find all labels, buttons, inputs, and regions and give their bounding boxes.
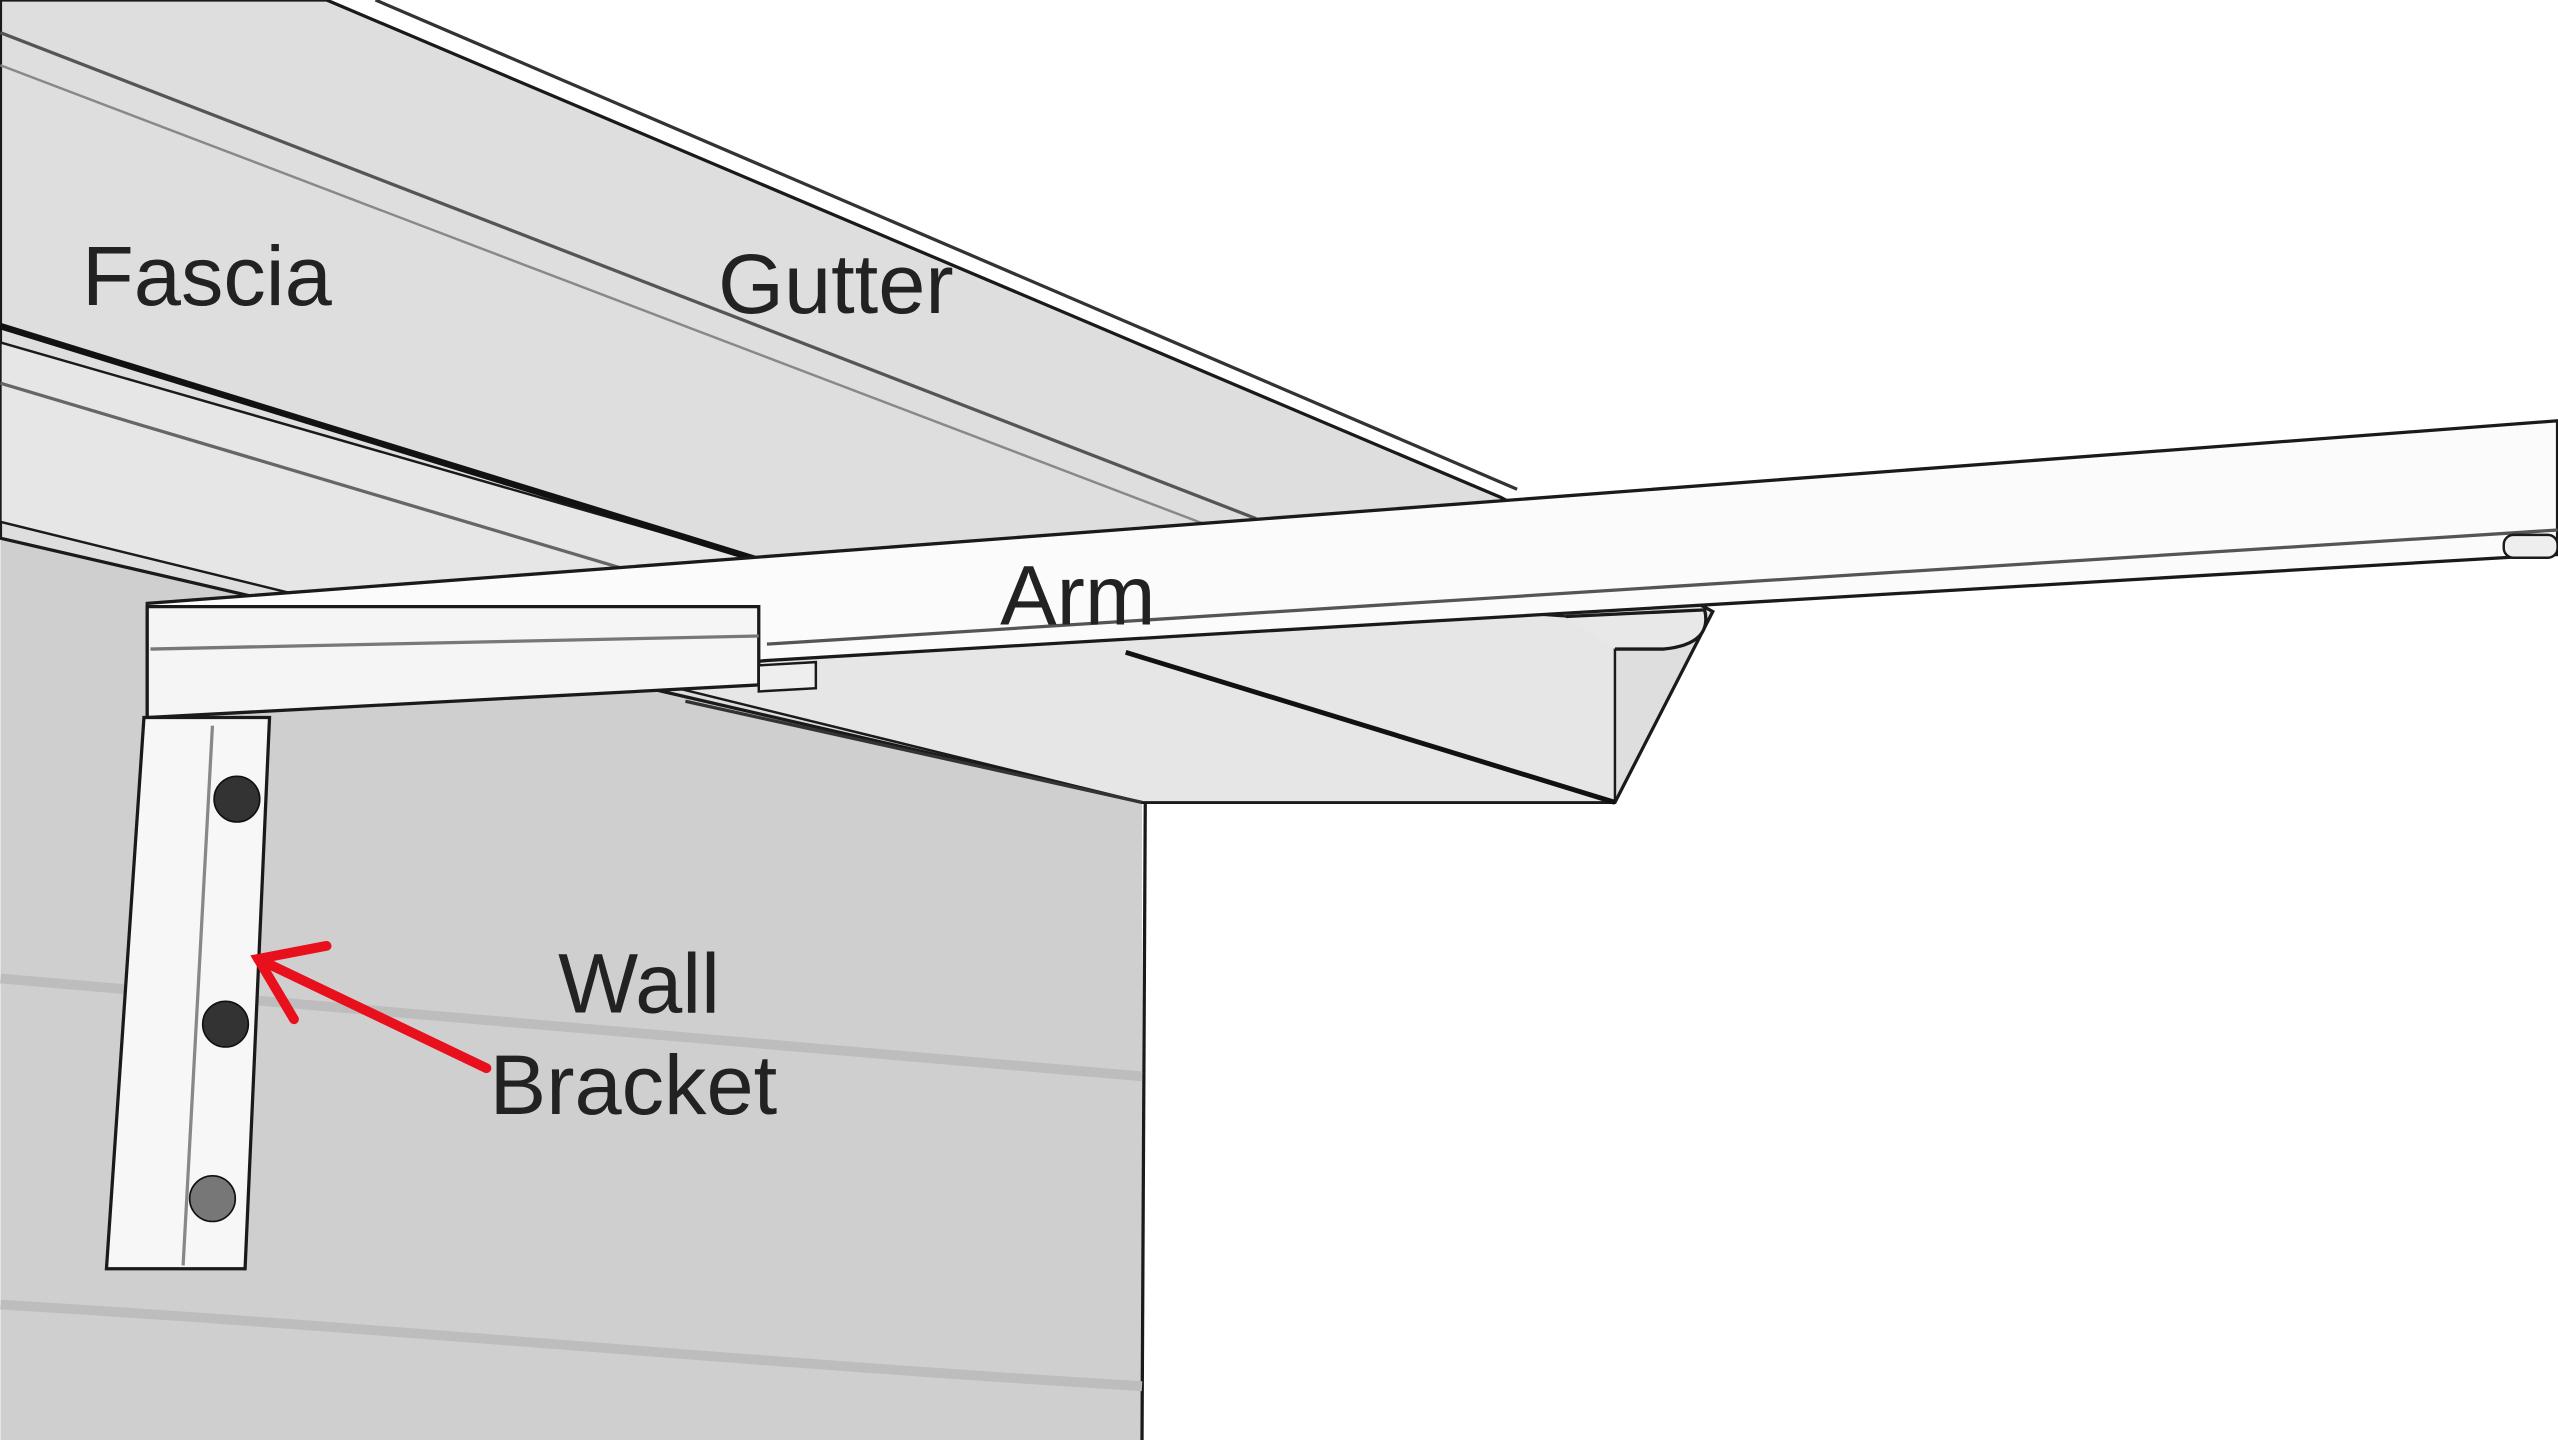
label-fascia: Fascia [82,228,333,323]
fascia-line [0,323,768,566]
label-wall-bracket-line1: Wall [558,936,720,1031]
wall-bracket-edge [181,725,215,1266]
arm-end-cap [2502,533,2558,559]
arm-line [766,528,2558,646]
gutter-line [0,64,1208,527]
arm-clip [757,660,818,693]
screw-icon [213,775,261,823]
gutter-lip [1565,608,1708,651]
fascia-line [0,381,686,589]
wall-bracket [104,715,272,1271]
label-arm: Arm [1000,548,1155,643]
siding-line [0,1299,1143,1392]
gutter-line [374,0,1518,491]
soffit-line [685,699,1143,804]
soffit-line [1124,649,1616,805]
label-gutter: Gutter [718,236,954,331]
screw-icon [188,1174,237,1223]
label-wall-bracket-line2: Bracket [490,1037,777,1132]
wall-edge [1140,799,1147,1440]
gutter-line [0,31,1257,521]
red-arrow-icon [250,940,492,1074]
wall [0,521,1143,1440]
arm-channel-line [150,634,759,651]
screw-icon [201,1000,250,1048]
